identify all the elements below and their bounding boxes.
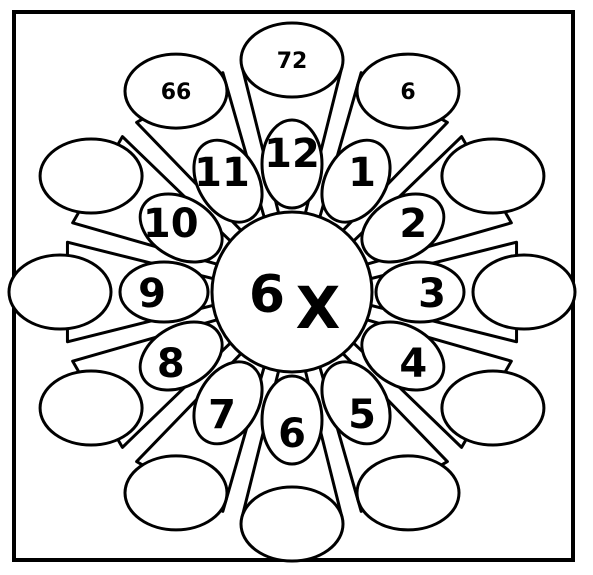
answer-oval-7[interactable] <box>125 456 227 530</box>
answer-oval-6[interactable] <box>241 487 343 561</box>
multiplier-11: 11 <box>194 150 250 196</box>
multiplier-8: 8 <box>157 341 185 387</box>
center-factor: 6 <box>249 265 285 325</box>
center-operator: X <box>296 274 341 342</box>
answer-oval-8[interactable] <box>40 371 142 445</box>
multiplier-10: 10 <box>143 201 199 247</box>
multiplier-12: 12 <box>264 131 320 177</box>
multiplier-4: 4 <box>399 341 427 387</box>
answer-oval-9[interactable] <box>9 255 111 329</box>
answer-oval-4[interactable] <box>442 371 544 445</box>
answer-oval-5[interactable] <box>357 456 459 530</box>
center-circle <box>212 212 372 372</box>
answer-oval-2[interactable] <box>442 139 544 213</box>
answer-text-12: 72 <box>277 49 308 74</box>
multiplier-9: 9 <box>138 271 166 317</box>
multiplier-6: 6 <box>278 411 306 457</box>
multiplier-3: 3 <box>418 271 446 317</box>
answer-oval-3[interactable] <box>473 255 575 329</box>
multiplier-1: 1 <box>348 150 376 196</box>
answer-text-1: 6 <box>400 80 415 105</box>
multiplier-5: 5 <box>348 392 376 438</box>
answer-text-11: 66 <box>161 80 192 105</box>
multiplier-2: 2 <box>399 201 427 247</box>
multiplier-7: 7 <box>208 392 236 438</box>
answer-oval-10[interactable] <box>40 139 142 213</box>
